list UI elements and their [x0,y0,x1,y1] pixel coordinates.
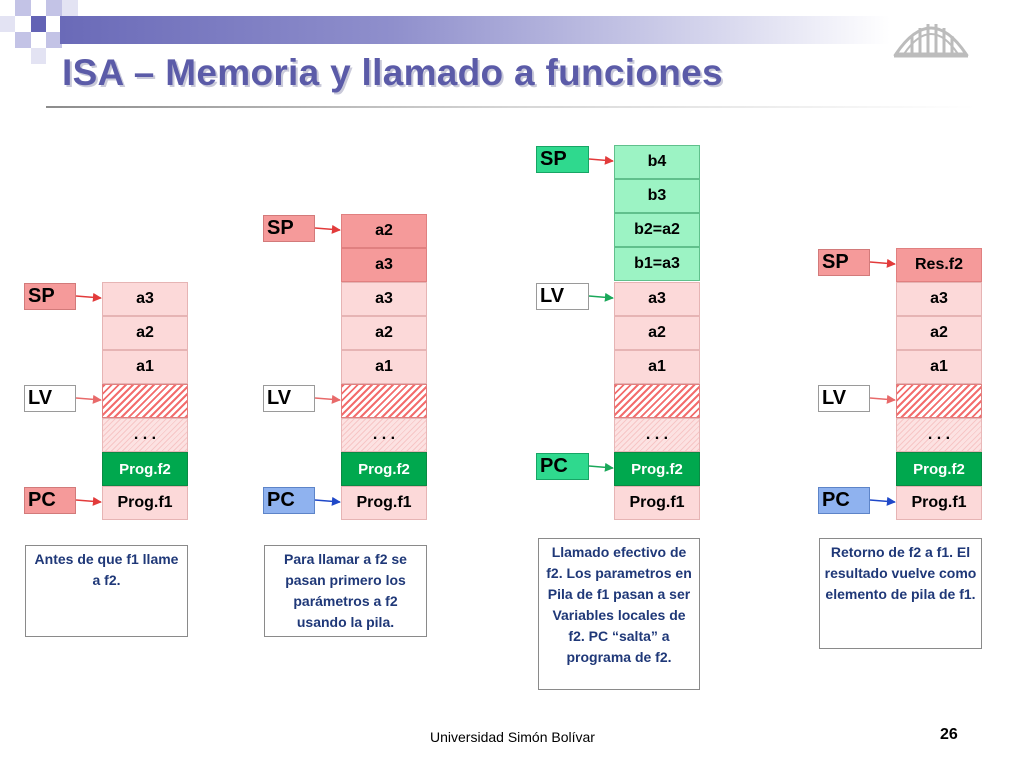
stack-cell: a3 [341,282,427,316]
lv-arrow [314,394,341,404]
stack-cell: a3 [341,248,427,282]
stack-cell: a2 [341,316,427,350]
university-logo [893,24,969,58]
caption-box: Antes de que f1 llame a f2. [25,545,188,637]
stack-cell-program: Prog.f1 [896,486,982,520]
stack-cell-ellipsis: . . . [341,418,427,452]
lv-arrow [869,394,896,404]
stack-cell: a1 [896,350,982,384]
caption-box: Llamado efectivo de f2. Los parametros e… [538,538,700,690]
sp-label: SP [536,146,589,173]
stack-cell-ellipsis: . . . [896,418,982,452]
decorative-square [15,0,31,16]
lv-label: LV [24,385,76,412]
stack-cell: b4 [614,145,700,179]
stack-cell: b3 [614,179,700,213]
stack-cell: a1 [341,350,427,384]
sp-arrow [314,224,341,234]
stack-cell: a3 [896,282,982,316]
pc-arrow [75,496,102,506]
stack-cell-hatched [614,384,700,418]
sp-arrow [588,155,614,165]
lv-label: LV [536,283,589,310]
decorative-square [46,32,62,48]
stack-cell: b2=a2 [614,213,700,247]
pc-arrow [314,496,341,506]
sp-arrow [869,258,896,268]
decorative-square [62,0,78,16]
stack-cell: b1=a3 [614,247,700,281]
stack-cell-hatched [102,384,188,418]
stack-cell: a2 [614,316,700,350]
pc-arrow [588,462,614,472]
title-gradient-bar [60,16,890,44]
lv-arrow [588,292,614,302]
stack-cell: a1 [102,350,188,384]
pc-label: PC [24,487,76,514]
stack-cell-program: Prog.f2 [102,452,188,486]
pc-arrow [869,496,896,506]
stack-cell: a2 [102,316,188,350]
stack-cell-program: Prog.f2 [614,452,700,486]
title-underline [46,106,976,108]
stack-cell-program: Prog.f2 [896,452,982,486]
stack-cell: a3 [614,282,700,316]
stack-cell-program: Prog.f1 [341,486,427,520]
stack-cell-hatched [341,384,427,418]
decorative-square [15,32,31,48]
sp-label: SP [263,215,315,242]
stack-cell: a2 [896,316,982,350]
page-number: 26 [940,726,958,743]
page-title: ISA – Memoria y llamado a funciones [62,52,723,93]
pc-label: PC [536,453,589,480]
footer-institution: Universidad Simón Bolívar [430,729,595,745]
stack-cell-program: Prog.f1 [614,486,700,520]
lv-arrow [75,394,102,404]
lv-label: LV [263,385,315,412]
decorative-square [46,0,62,16]
sp-label: SP [818,249,870,276]
stack-cell-hatched [896,384,982,418]
stack-cell-ellipsis: . . . [614,418,700,452]
decorative-square [31,48,46,64]
caption-box: Retorno de f2 a f1. El resultado vuelve … [819,538,982,649]
lv-label: LV [818,385,870,412]
stack-cell-program: Prog.f1 [102,486,188,520]
pc-label: PC [818,487,870,514]
sp-label: SP [24,283,76,310]
caption-box: Para llamar a f2 se pasan primero los pa… [264,545,427,637]
stack-cell: a1 [614,350,700,384]
stack-cell: Res.f2 [896,248,982,282]
decorative-square [31,16,46,32]
pc-label: PC [263,487,315,514]
stack-cell: a3 [102,282,188,316]
sp-arrow [75,292,102,302]
stack-cell-program: Prog.f2 [341,452,427,486]
decorative-square [0,16,15,32]
stack-cell: a2 [341,214,427,248]
stack-cell-ellipsis: . . . [102,418,188,452]
